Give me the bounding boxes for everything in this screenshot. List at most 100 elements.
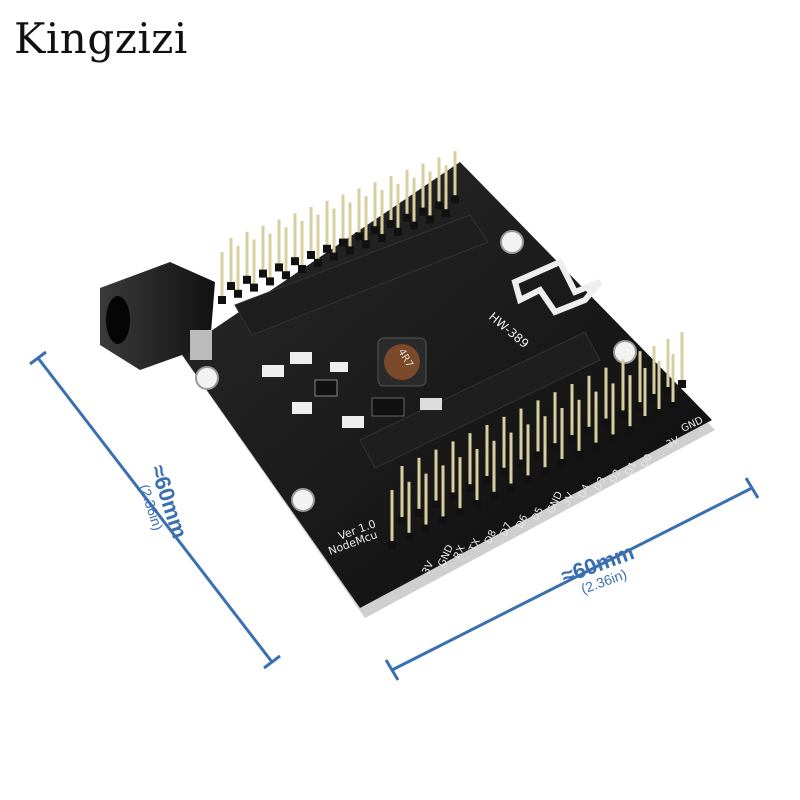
dimension-line-left <box>29 350 281 670</box>
pin-base <box>575 450 583 459</box>
pin-base <box>387 220 395 228</box>
pin-base <box>419 207 427 216</box>
pin-base <box>291 257 299 266</box>
dc-power-jack <box>100 262 215 370</box>
pin-base <box>330 252 338 261</box>
pin-base <box>473 500 481 508</box>
pin-base <box>650 394 658 402</box>
pin-base <box>250 283 258 292</box>
pin-base <box>678 380 686 388</box>
pin-base <box>282 271 290 280</box>
pin-label: RX <box>452 544 468 561</box>
pin-base <box>551 443 559 452</box>
pin-base <box>655 409 663 417</box>
female-header-top <box>234 214 489 336</box>
pin-base <box>432 500 440 509</box>
pin-base <box>500 467 508 476</box>
pin-base <box>405 532 413 541</box>
male-pin-headers-top <box>218 151 459 304</box>
dimension-line-right <box>384 477 760 681</box>
pin-base <box>388 541 396 549</box>
inductor <box>377 337 427 387</box>
pin-base <box>422 524 430 533</box>
pin-base <box>664 387 672 395</box>
pin-base <box>507 483 515 492</box>
pin-base <box>410 221 418 230</box>
brand-logo-text: Kingzizi <box>14 14 188 63</box>
pin-label: D6 <box>514 513 530 530</box>
pin-label: D1 <box>624 460 640 477</box>
pin-label: 3V <box>421 560 437 577</box>
pin-base <box>314 258 322 267</box>
pin-base <box>483 476 491 484</box>
regulator-chip <box>314 379 338 397</box>
pin-base <box>585 426 593 435</box>
pin-base <box>568 435 576 443</box>
pin-base <box>403 213 411 222</box>
pin-base <box>524 475 532 484</box>
pin-label: 3V <box>561 491 577 508</box>
pin-label: D3 <box>592 475 608 492</box>
pin-base <box>602 418 610 427</box>
mounting-hole <box>291 488 315 512</box>
pin-base <box>609 434 617 443</box>
pin-base <box>626 426 634 435</box>
pin-base <box>362 240 370 249</box>
pin-base <box>355 232 363 241</box>
pin-base <box>259 269 267 278</box>
mounting-hole <box>195 366 219 390</box>
pin-base <box>439 516 447 525</box>
pin-base <box>592 442 600 451</box>
smd-component <box>330 362 348 372</box>
pin-base <box>534 451 542 460</box>
pin-base <box>541 467 549 476</box>
diode <box>371 397 405 417</box>
pin-label-corner-3v: 3V <box>665 435 682 451</box>
pin-base <box>398 517 406 525</box>
pin-base <box>426 215 434 224</box>
pin-base <box>378 234 386 242</box>
pin-base <box>307 251 315 259</box>
pin-base <box>669 402 677 410</box>
pin-label: D0 <box>639 452 655 469</box>
pin-base <box>442 209 450 218</box>
pin-label: D5 <box>530 506 546 523</box>
pin-base <box>636 402 644 411</box>
pin-base <box>266 277 274 286</box>
pin-base <box>451 195 459 204</box>
antenna-silkscreen <box>511 258 603 316</box>
pin-base <box>456 508 464 517</box>
pin-label: D4 <box>577 483 593 500</box>
pin-base <box>490 491 498 500</box>
pin-base <box>517 459 525 468</box>
pin-base <box>449 492 457 501</box>
pin-base <box>275 263 283 272</box>
pin-base <box>346 246 354 255</box>
pin-base <box>243 275 251 284</box>
pin-base <box>558 459 566 467</box>
pin-base <box>371 226 379 235</box>
pin-label: D2 <box>608 468 624 485</box>
pin-base <box>466 484 474 493</box>
smd-component <box>342 416 364 428</box>
male-pin-headers-corner <box>641 332 686 424</box>
mounting-hole <box>613 340 637 364</box>
pin-label: D8 <box>483 528 499 545</box>
pin-base <box>339 238 347 247</box>
pin-base <box>619 410 627 419</box>
female-header-bottom <box>359 331 601 469</box>
pin-base <box>641 416 649 424</box>
pin-base <box>234 289 242 298</box>
smd-component <box>292 402 312 414</box>
smd-component <box>290 352 312 364</box>
smd-component <box>262 365 284 377</box>
pin-label: D7 <box>499 521 515 538</box>
pin-label: TX <box>467 537 483 554</box>
pin-base <box>415 508 423 517</box>
pin-base <box>394 227 402 236</box>
male-pin-headers-front <box>388 351 644 549</box>
pin-base <box>435 201 443 210</box>
pin-base <box>227 282 235 290</box>
